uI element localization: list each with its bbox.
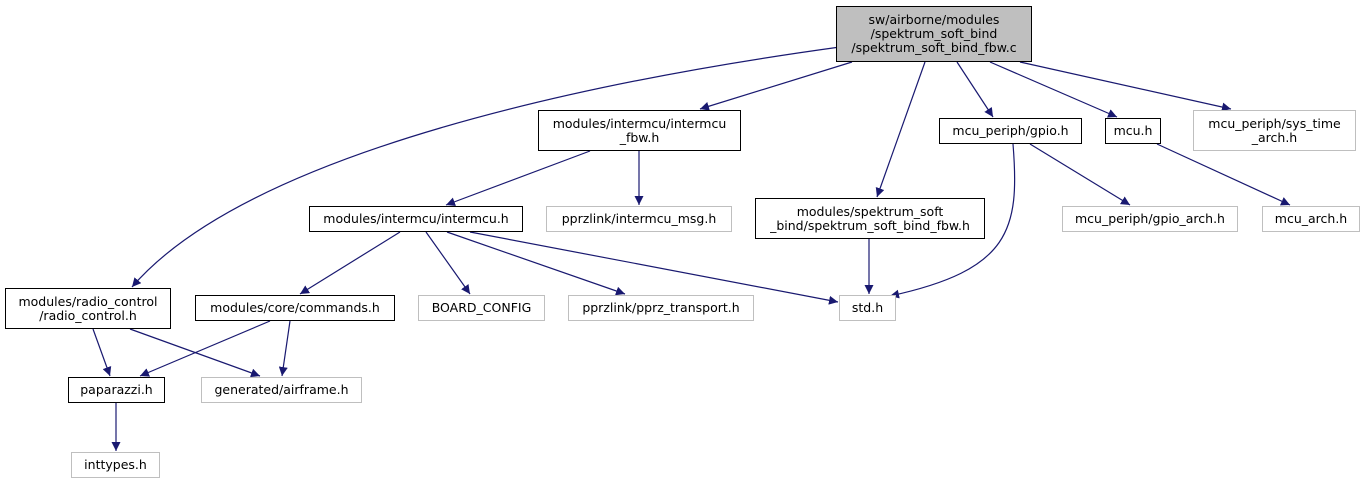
edge-mcu-to-mcu_arch — [1156, 143, 1291, 206]
node-label-line: generated/airframe.h — [214, 382, 349, 397]
node-paparazzi[interactable]: paparazzi.h — [68, 377, 165, 403]
node-label-line: modules/intermcu/intermcu.h — [323, 211, 509, 226]
node-label-line: paparazzi.h — [80, 382, 153, 397]
edge-commands-to-paparazzi — [139, 320, 271, 377]
node-mcu[interactable]: mcu.h — [1105, 118, 1161, 144]
node-label-line: mcu.h — [1113, 123, 1153, 138]
node-label-line: modules/intermcu/intermcu — [552, 115, 727, 131]
node-gpio-arch: mcu_periph/gpio_arch.h — [1062, 206, 1238, 232]
node-label-line: mcu_periph/gpio.h — [952, 123, 1069, 138]
edge-commands-to-airframe — [278, 320, 291, 377]
node-sys-time-arch: mcu_periph/sys_time_arch.h — [1193, 110, 1356, 151]
node-label-line: sw/airborne/modules — [868, 12, 1000, 27]
node-label-line: inttypes.h — [84, 457, 147, 472]
node-label-line: std.h — [851, 300, 884, 315]
node-intermcu[interactable]: modules/intermcu/intermcu.h — [309, 206, 523, 232]
edge-intermcu-to-pprz_transport — [446, 231, 626, 296]
node-intermcu-fbw[interactable]: modules/intermcu/intermcu_fbw.h — [538, 110, 741, 151]
node-label-line: /spektrum_soft_bind_fbw.c — [851, 40, 1017, 55]
node-label-line: modules/spektrum_soft — [796, 203, 944, 219]
node-label-line: pprzlink/pprz_transport.h — [582, 300, 740, 315]
node-board-config: BOARD_CONFIG — [418, 295, 545, 321]
edge-intermcu-to-commands — [299, 231, 401, 295]
edge-root-to-spektrum_fbw_h — [875, 61, 926, 198]
node-gpio[interactable]: mcu_periph/gpio.h — [939, 118, 1082, 144]
edge-root-to-radio_control — [131, 46, 841, 288]
node-root[interactable]: sw/airborne/modules/spektrum_soft_bind/s… — [836, 6, 1032, 62]
edge-root-to-sys_time_arch — [1019, 61, 1232, 112]
node-label-line: /spektrum_soft_bind — [870, 26, 998, 41]
edge-root-to-intermcu_fbw — [699, 61, 853, 111]
node-spektrum-fbw-h[interactable]: modules/spektrum_soft_bind/spektrum_soft… — [755, 198, 985, 239]
edge-root-to-mcu — [989, 61, 1118, 118]
edge-gpio-to-gpio_arch — [1029, 143, 1131, 206]
node-label-line: _bind/spektrum_soft_bind_fbw.h — [770, 217, 970, 233]
node-inttypes: inttypes.h — [71, 452, 160, 478]
node-label-line: modules/core/commands.h — [210, 300, 380, 315]
node-label-line: mcu_periph/gpio_arch.h — [1075, 211, 1225, 226]
node-intermcu-msg: pprzlink/intermcu_msg.h — [546, 206, 732, 232]
node-label-line: mcu_arch.h — [1274, 211, 1348, 226]
node-label-line: modules/radio_control — [18, 293, 158, 309]
node-label-line: mcu_periph/sys_time — [1208, 115, 1341, 131]
edge-intermcu_fbw-to-intermcu — [445, 150, 591, 207]
edge-gpio-to-std — [889, 143, 1016, 299]
node-pprz-transport: pprzlink/pprz_transport.h — [568, 295, 754, 321]
node-mcu-arch: mcu_arch.h — [1262, 206, 1360, 232]
edge-intermcu-to-std — [469, 231, 839, 305]
edge-intermcu-to-board_config — [425, 231, 471, 295]
node-label-line: _fbw.h — [619, 129, 660, 145]
node-label-line: _arch.h — [1251, 129, 1298, 145]
node-label-line: BOARD_CONFIG — [431, 300, 532, 315]
edge-root-to-gpio — [956, 61, 994, 118]
node-std: std.h — [839, 295, 896, 321]
node-label-line: /radio_control.h — [39, 307, 137, 323]
edge-radio_control-to-paparazzi — [92, 328, 112, 377]
node-airframe: generated/airframe.h — [201, 377, 362, 403]
node-commands[interactable]: modules/core/commands.h — [195, 295, 395, 321]
edge-layer — [92, 46, 1291, 451]
node-label-line: pprzlink/intermcu_msg.h — [561, 211, 717, 226]
node-radio-control[interactable]: modules/radio_control/radio_control.h — [5, 288, 171, 329]
